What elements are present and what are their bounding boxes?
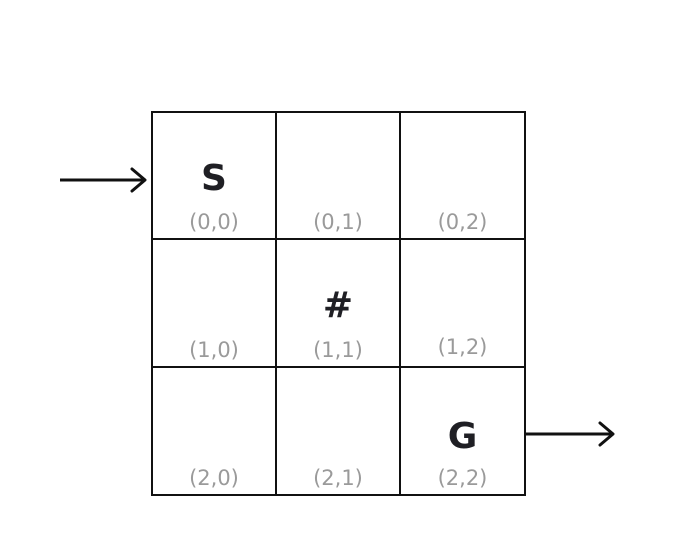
cell-1-1: # (1,1) xyxy=(277,240,401,368)
cell-0-0: S (0,0) xyxy=(153,113,277,240)
exit-arrow-icon xyxy=(526,421,615,447)
start-marker: S xyxy=(201,158,227,199)
cell-coordinate: (1,1) xyxy=(313,338,363,362)
cell-1-0: (1,0) xyxy=(153,240,277,368)
cell-coordinate: (2,0) xyxy=(189,466,239,490)
entry-arrow-icon xyxy=(60,167,147,193)
cell-0-2: (0,2) xyxy=(401,113,524,240)
cell-coordinate: (2,2) xyxy=(437,466,488,490)
cell-coordinate: (1,2) xyxy=(437,335,488,359)
cell-1-2: (1,2) xyxy=(401,240,524,368)
cell-coordinate: (0,2) xyxy=(437,210,488,234)
cell-coordinate: (0,0) xyxy=(189,210,239,234)
cell-coordinate: (1,0) xyxy=(189,338,239,362)
cell-coordinate: (2,1) xyxy=(313,466,363,490)
cell-coordinate: (0,1) xyxy=(313,210,363,234)
wall-marker: # xyxy=(322,285,354,326)
maze-grid: S (0,0) (0,1) (0,2) (1,0) # (1,1) (1,2) … xyxy=(151,111,526,496)
goal-marker: G xyxy=(447,416,478,457)
cell-2-1: (2,1) xyxy=(277,368,401,494)
cell-2-0: (2,0) xyxy=(153,368,277,494)
cell-0-1: (0,1) xyxy=(277,113,401,240)
cell-2-2: G (2,2) xyxy=(401,368,524,494)
